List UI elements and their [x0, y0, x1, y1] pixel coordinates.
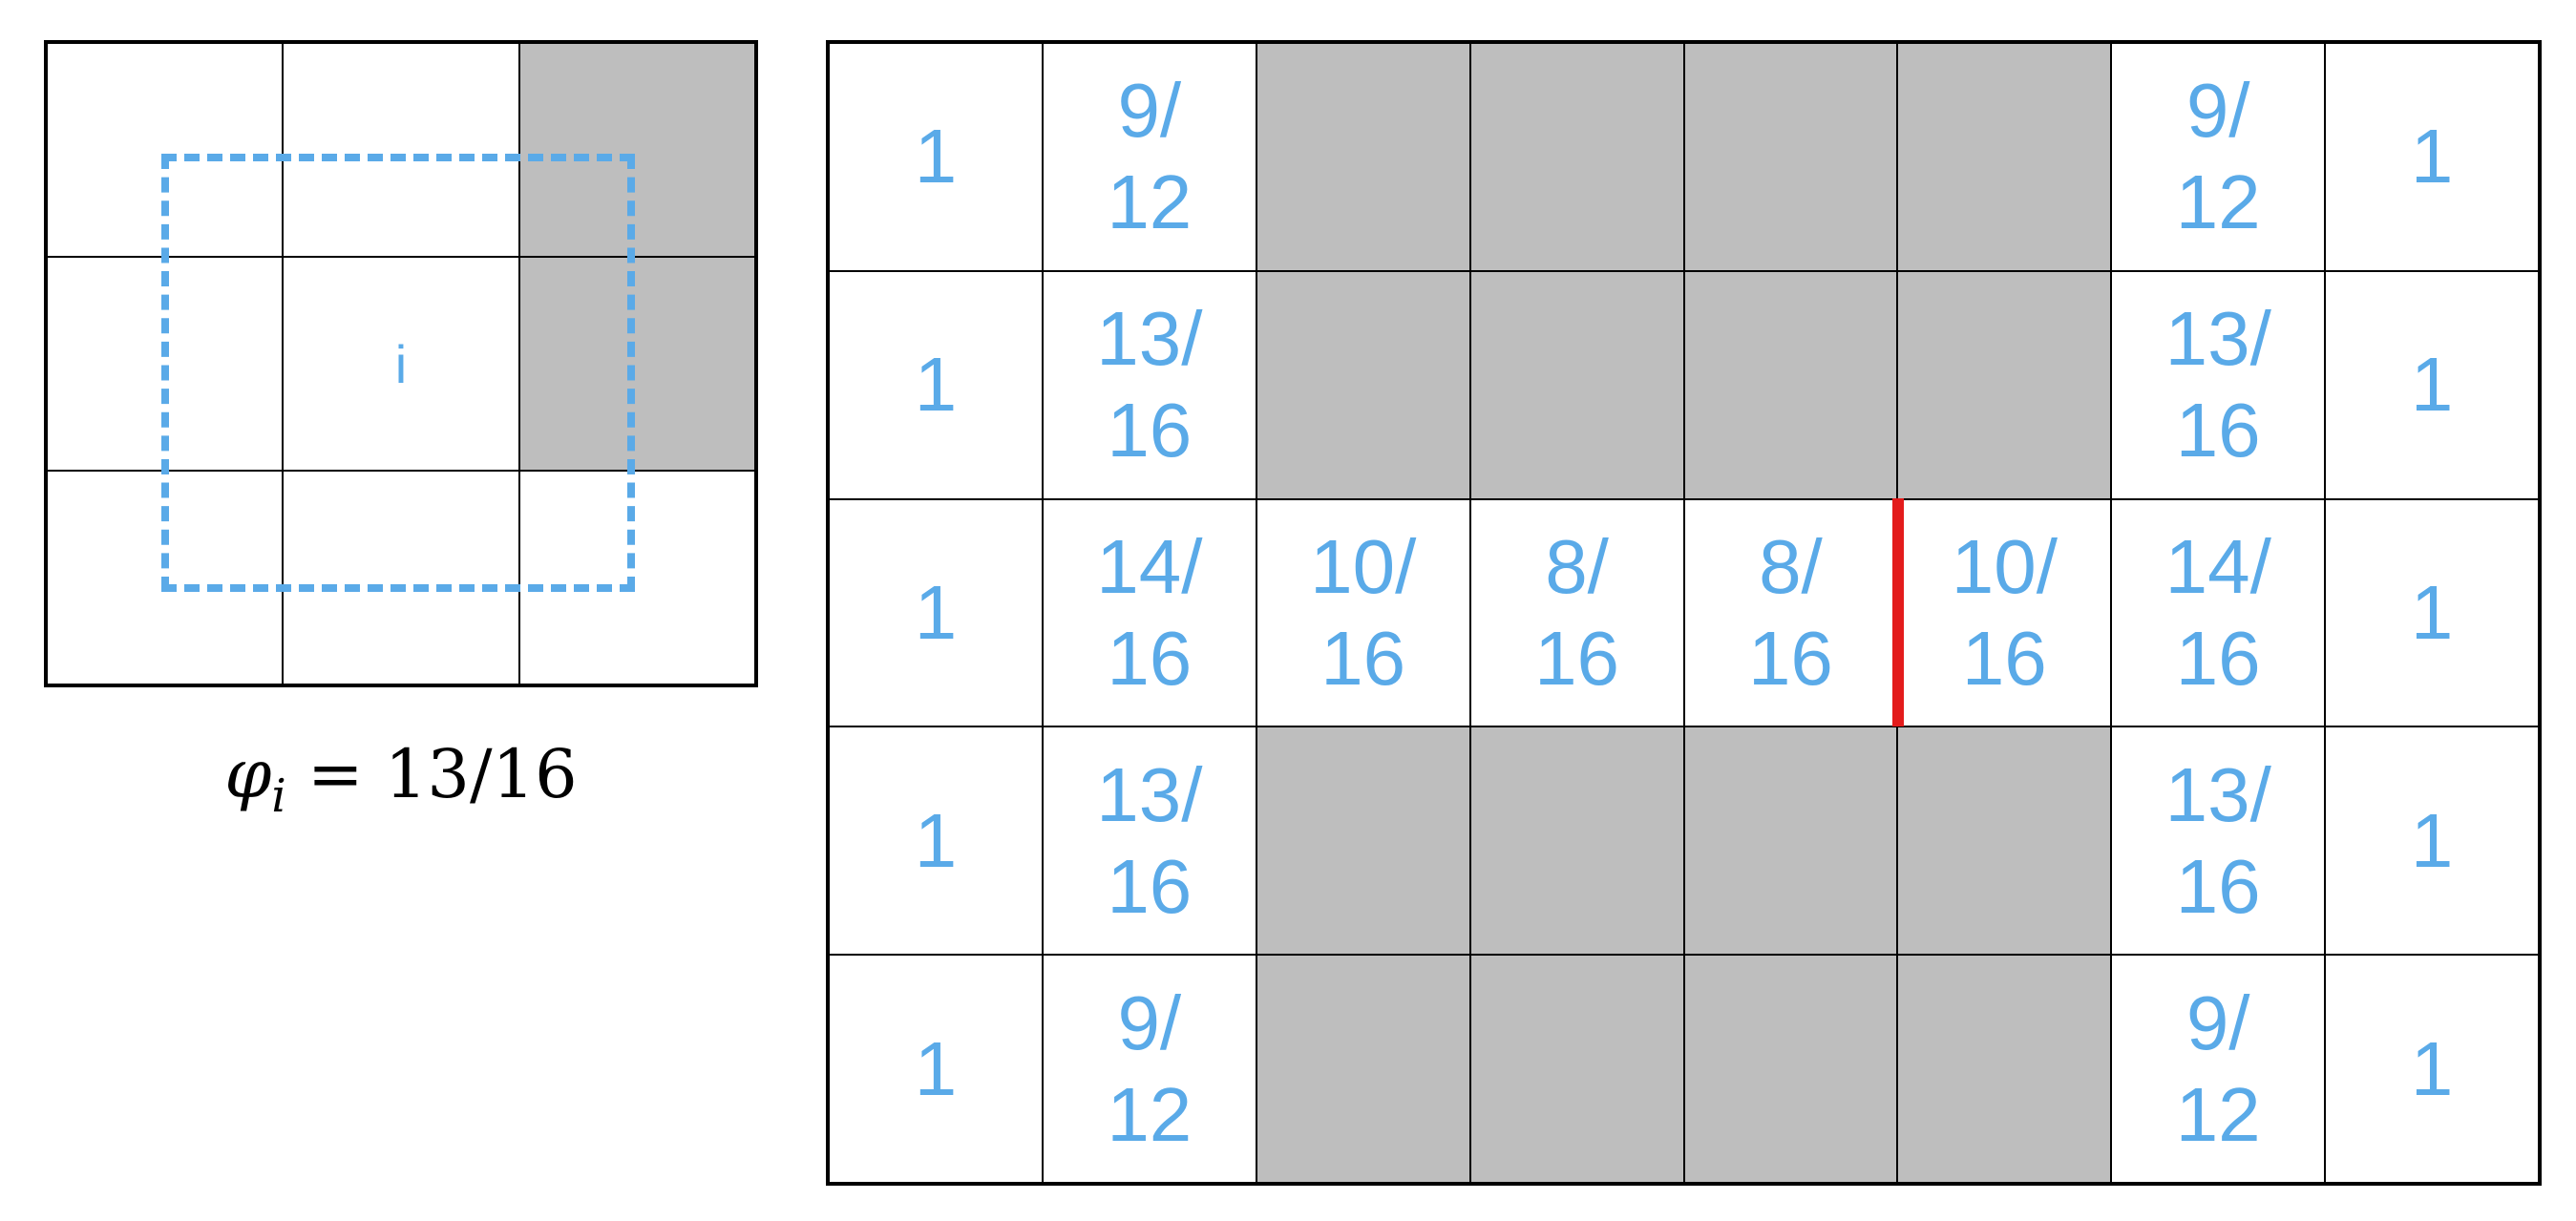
- fraction-cell: 10/ 16: [1892, 497, 2112, 728]
- fraction-cell: 1: [829, 498, 1043, 727]
- fraction-cell: 10/ 16: [1256, 498, 1470, 727]
- shaded-cell: [1469, 726, 1684, 956]
- neighborhood-cell: [283, 471, 519, 684]
- shaded-cell: [1469, 270, 1684, 499]
- fraction-cell: 9/ 12: [2111, 955, 2326, 1183]
- shaded-cell: [1897, 270, 2112, 499]
- fraction-cell: 13/ 16: [2111, 270, 2326, 499]
- fraction-cell: 8/ 16: [1469, 498, 1684, 727]
- shaded-cell: [1683, 270, 1898, 499]
- fraction-cell: 1: [829, 43, 1043, 271]
- neighborhood-cell: [283, 43, 519, 257]
- fraction-cell: 9/ 12: [1042, 43, 1256, 271]
- phi-equation: φi = 13/16: [44, 735, 758, 823]
- fraction-cell: 1: [2325, 726, 2539, 956]
- shaded-cell: [1683, 955, 1898, 1183]
- fraction-cell: 1: [829, 955, 1043, 1183]
- fraction-cell: 1: [2325, 498, 2539, 727]
- neighborhood-grid: i: [44, 40, 758, 687]
- fraction-cell: 14/ 16: [1042, 498, 1256, 727]
- fraction-cell: 9/ 12: [2111, 43, 2326, 271]
- shaded-cell: [1256, 43, 1470, 271]
- phi-symbol: φ: [224, 735, 272, 813]
- shaded-cell: [1897, 955, 2112, 1183]
- shaded-cell: [1897, 43, 2112, 271]
- shaded-cell: [1256, 726, 1470, 956]
- shaded-cell: [1256, 955, 1470, 1183]
- neighborhood-cell: [518, 257, 755, 471]
- neighborhood-cell: [518, 43, 755, 257]
- shaded-cell: [1469, 955, 1684, 1183]
- neighborhood-cell: [47, 471, 284, 684]
- fraction-cell: 9/ 12: [1042, 955, 1256, 1183]
- fraction-cell: 13/ 16: [1042, 270, 1256, 499]
- fraction-cell: 13/ 16: [2111, 726, 2326, 956]
- phi-subscript: i: [271, 769, 286, 823]
- shaded-cell: [1683, 726, 1898, 956]
- phi-value: 13/16: [384, 735, 578, 813]
- shaded-cell: [1469, 43, 1684, 271]
- fraction-cell: 14/ 16: [2111, 498, 2326, 727]
- neighborhood-cell: i: [283, 257, 519, 471]
- fraction-cell: 1: [2325, 270, 2539, 499]
- fraction-cell: 1: [2325, 955, 2539, 1183]
- fraction-cell: 1: [829, 726, 1043, 956]
- neighborhood-cell: [518, 471, 755, 684]
- fraction-cell: 13/ 16: [1042, 726, 1256, 956]
- neighborhood-cell: [47, 43, 284, 257]
- neighborhood-cell: [47, 257, 284, 471]
- equals-sign: =: [285, 735, 385, 813]
- fraction-cell: 1: [829, 270, 1043, 499]
- shaded-cell: [1897, 726, 2112, 956]
- fraction-cell: 1: [2325, 43, 2539, 271]
- fraction-cell: 8/ 16: [1683, 498, 1898, 727]
- shaded-cell: [1256, 270, 1470, 499]
- shaded-cell: [1683, 43, 1898, 271]
